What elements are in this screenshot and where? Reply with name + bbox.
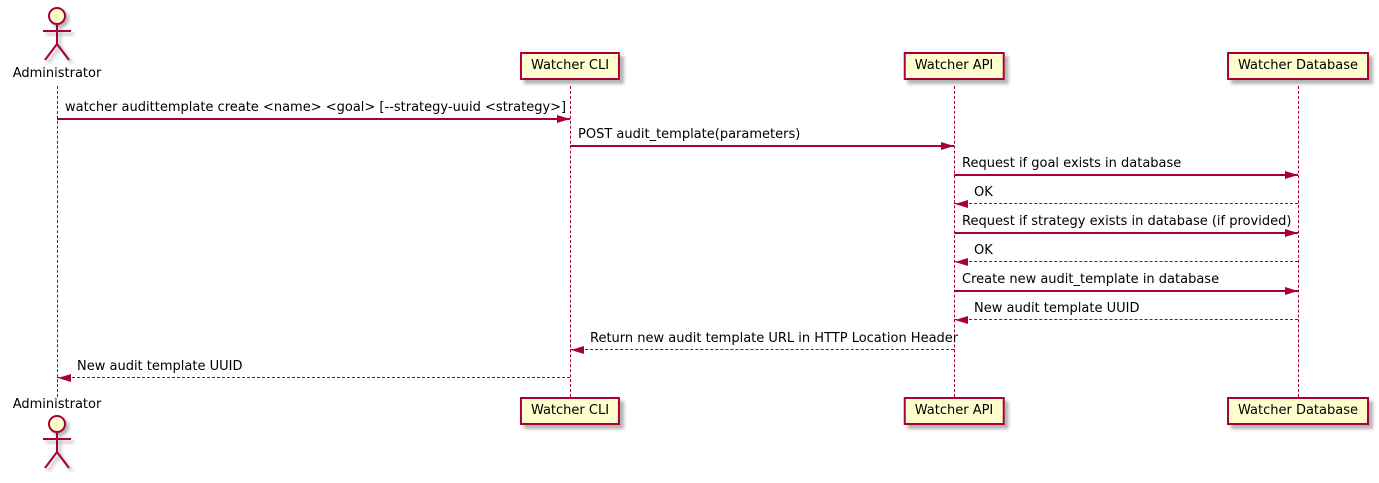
message-label: New audit template UUID [77,359,243,374]
lifeline-watcher-cli [569,86,571,397]
message-line [57,118,570,120]
participant-box-top-watcher-db: Watcher Database [1227,52,1369,80]
participant-box-bottom-watcher-cli: Watcher CLI [519,397,621,425]
message-label: OK [974,185,993,200]
message-arrowhead [557,115,570,123]
message-label: OK [974,243,993,258]
message-arrowhead [941,142,954,150]
actor-label-bottom-administrator: Administrator [12,397,102,412]
participant-box-top-watcher-cli: Watcher CLI [519,52,621,80]
lifeline-watcher-db [1297,86,1299,397]
message-label: Request if goal exists in database [962,156,1182,171]
lifeline-watcher-api [953,86,955,397]
message-arrowhead [571,346,584,354]
message-line [954,203,1298,204]
participant-box-bottom-watcher-api: Watcher API [903,397,1005,425]
message-label: watcher audittemplate create <name> <goa… [65,100,567,115]
message-label: Return new audit template URL in HTTP Lo… [590,331,959,346]
participant-box-bottom-watcher-db: Watcher Database [1227,397,1369,425]
actor-figure-icon [38,6,76,68]
message-label: Request if strategy exists in database (… [962,214,1292,229]
participant-box-top-watcher-api: Watcher API [903,52,1005,80]
message-line [570,145,954,147]
message-arrowhead [58,374,71,382]
message-line [954,319,1298,320]
lifeline-administrator [56,86,58,397]
message-arrowhead [955,200,968,208]
message-line [954,261,1298,262]
actor-label-top-administrator: Administrator [12,66,102,81]
message-line [57,377,570,378]
message-line [570,349,954,350]
message-arrowhead [1285,171,1298,179]
message-line [954,174,1298,176]
message-arrowhead [1285,229,1298,237]
message-arrowhead [955,316,968,324]
message-arrowhead [1285,287,1298,295]
message-label: POST audit_template(parameters) [578,127,801,142]
message-label: Create new audit_template in database [962,272,1220,287]
message-line [954,290,1298,292]
message-line [954,232,1298,234]
message-label: New audit template UUID [974,301,1140,316]
message-arrowhead [955,258,968,266]
actor-figure-icon [38,414,76,476]
